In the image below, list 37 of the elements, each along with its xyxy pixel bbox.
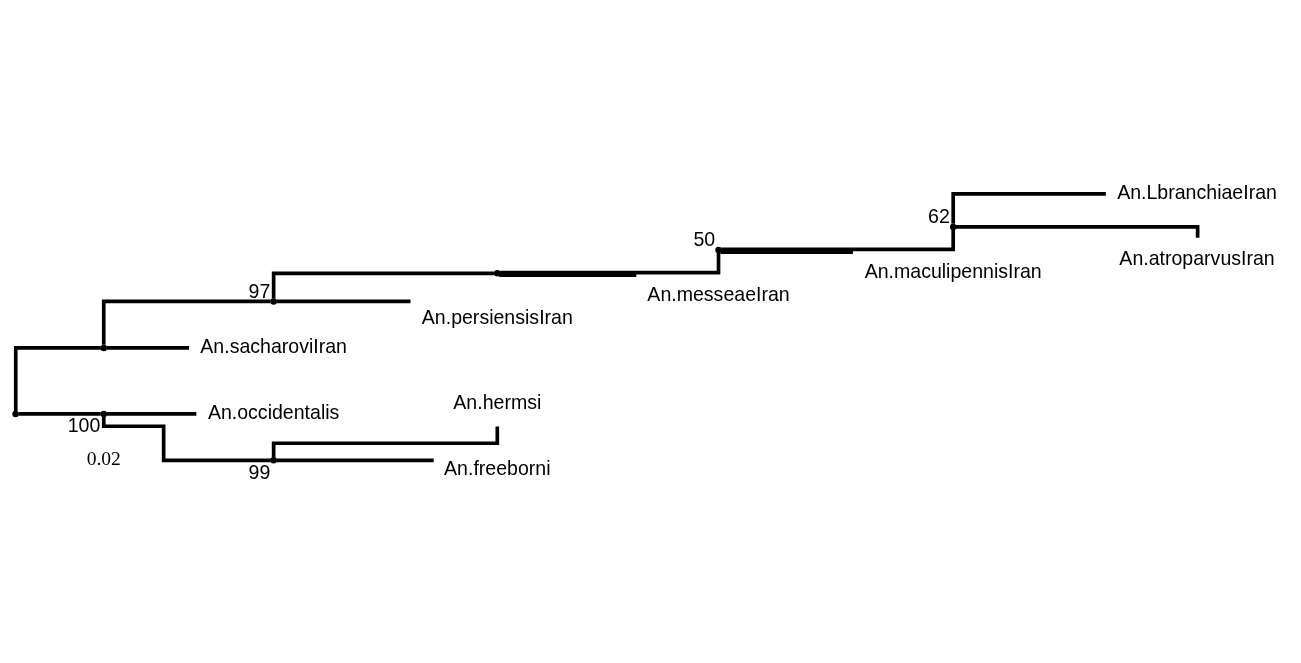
node-text: An.sacharoviIran	[200, 334, 347, 357]
node-point	[949, 223, 957, 230]
node-label: 97	[248, 279, 271, 302]
node-point	[12, 410, 19, 417]
connector	[271, 271, 495, 298]
node-label: 100	[67, 413, 101, 436]
node-text: An.persiensisIran	[421, 305, 573, 328]
node-point	[715, 246, 722, 253]
connector	[13, 345, 101, 411]
connector	[276, 299, 411, 303]
connector	[101, 299, 271, 345]
node-text: An.occidentalis	[207, 400, 340, 423]
connector	[721, 229, 956, 251]
connector	[500, 252, 721, 274]
node-text: An.atroparvusIran	[1119, 246, 1275, 269]
node-text: An.messeaeIran	[647, 282, 790, 305]
connector	[18, 411, 101, 416]
node-point	[494, 269, 501, 277]
node-text: An.freeborni	[444, 456, 551, 479]
connector	[106, 411, 197, 416]
node-point	[270, 297, 277, 305]
connector	[499, 272, 637, 277]
connector	[106, 345, 189, 350]
connector	[276, 458, 434, 462]
node-text: An.LbranchiaeIran	[1117, 180, 1277, 203]
node-label: 99	[248, 460, 271, 483]
node-point	[270, 456, 277, 464]
label: 0.02	[86, 447, 121, 469]
connector	[101, 416, 271, 462]
node-point	[100, 344, 107, 351]
node-point	[100, 410, 107, 417]
connector	[951, 191, 1106, 224]
node-label: 62	[928, 204, 950, 227]
node-text: An.hermsi	[453, 390, 542, 413]
node-label: 50	[693, 227, 716, 250]
node-text: An.maculipennisIran	[864, 259, 1042, 282]
connector	[720, 249, 853, 254]
